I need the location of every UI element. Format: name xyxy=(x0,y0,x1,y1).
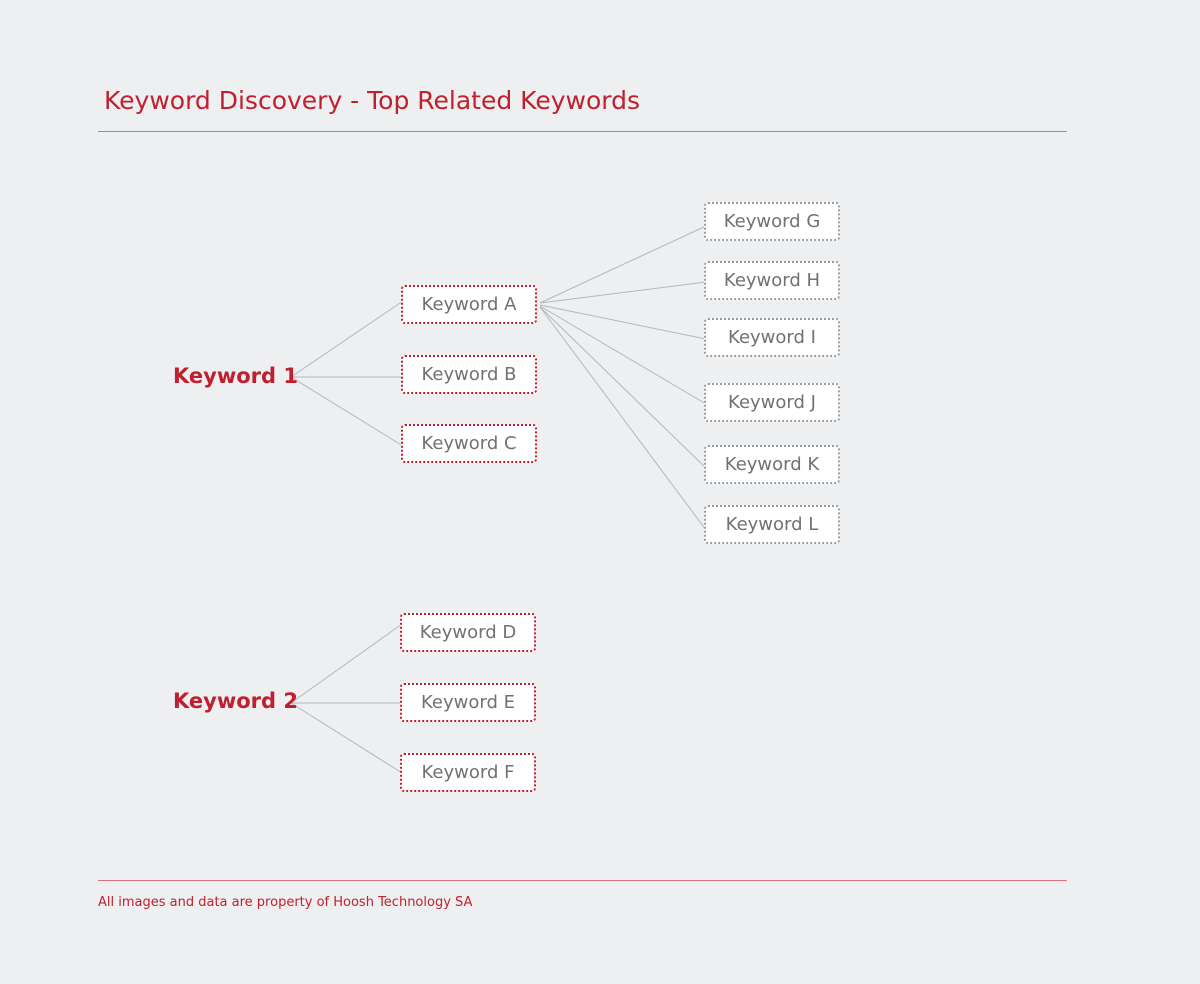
connector-a-j xyxy=(539,305,707,405)
root-keyword-1[interactable]: Keyword 1 xyxy=(173,364,298,388)
connector-a-l xyxy=(539,306,707,531)
keyword-node-l[interactable]: Keyword L xyxy=(704,505,840,544)
connector-keyword1-a xyxy=(290,300,404,378)
keyword-node-e[interactable]: Keyword E xyxy=(400,683,536,722)
root-keyword-2[interactable]: Keyword 2 xyxy=(173,689,298,713)
keyword-node-a[interactable]: Keyword A xyxy=(401,285,537,324)
connector-keyword1-c xyxy=(290,376,404,447)
keyword-node-j[interactable]: Keyword J xyxy=(704,383,840,422)
keyword-node-d[interactable]: Keyword D xyxy=(400,613,536,652)
connector-keyword2-d xyxy=(290,623,403,704)
page-title: Keyword Discovery - Top Related Keywords xyxy=(104,86,640,115)
connector-a-k xyxy=(539,306,707,469)
keyword-node-k[interactable]: Keyword K xyxy=(704,445,840,484)
keyword-node-i[interactable]: Keyword I xyxy=(704,318,840,357)
connector-keyword2-f xyxy=(290,702,403,774)
footer-divider xyxy=(98,880,1067,881)
connector-a-h xyxy=(539,281,707,304)
footer-copyright: All images and data are property of Hoos… xyxy=(98,895,473,910)
connector-a-i xyxy=(539,304,707,340)
connector-a-g xyxy=(539,225,707,304)
keyword-node-c[interactable]: Keyword C xyxy=(401,424,537,463)
keyword-node-b[interactable]: Keyword B xyxy=(401,355,537,394)
keyword-node-h[interactable]: Keyword H xyxy=(704,261,840,300)
header-divider xyxy=(98,131,1067,132)
keyword-node-g[interactable]: Keyword G xyxy=(704,202,840,241)
keyword-node-f[interactable]: Keyword F xyxy=(400,753,536,792)
